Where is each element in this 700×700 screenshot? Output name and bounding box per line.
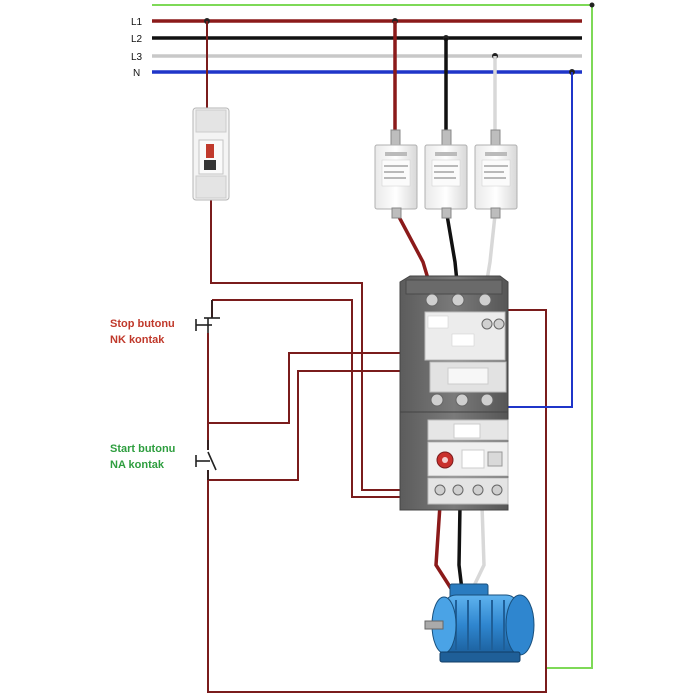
contactor — [399, 275, 509, 413]
motor — [424, 583, 535, 663]
bus-label-l1: L1 — [131, 17, 143, 28]
start-button-symbol — [195, 440, 217, 480]
stop-button-symbol — [195, 300, 220, 333]
pe-wire — [152, 4, 593, 669]
stop-button-label: Stop butonu — [110, 318, 175, 330]
start-button-label: Start butonu — [110, 443, 175, 455]
overload-relay — [399, 411, 509, 511]
wire-relay-to-motor-v — [457, 504, 464, 591]
circuit-breaker — [192, 107, 230, 201]
fuse-2 — [424, 129, 468, 219]
pe-junction — [589, 2, 595, 8]
bus-label-l3: L3 — [131, 52, 143, 63]
wire-relay-to-motor-w — [470, 504, 486, 591]
fuse-1 — [374, 129, 418, 219]
fuse-3 — [474, 129, 518, 219]
bus-label-l2: L2 — [131, 34, 143, 45]
stop-button-contact-label: NK kontak — [110, 334, 165, 346]
start-button-contact-label: NA kontak — [110, 459, 165, 471]
bus-label-n: N — [133, 68, 140, 79]
wire-relay-to-motor-u — [434, 504, 454, 591]
control-wiring — [206, 21, 547, 693]
